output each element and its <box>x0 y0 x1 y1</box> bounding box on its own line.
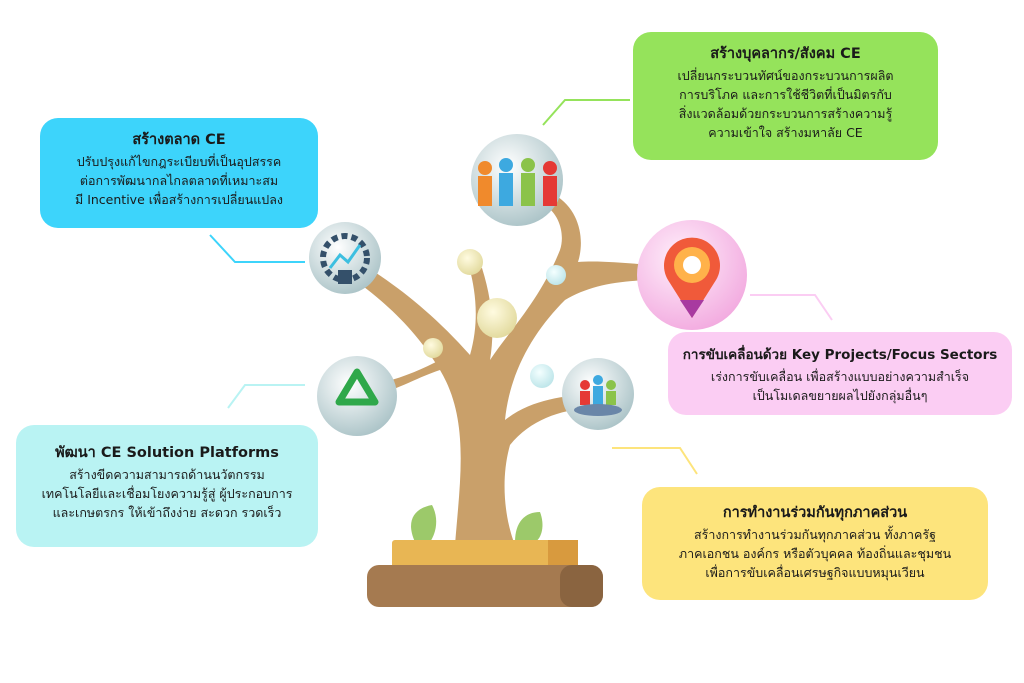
box-line: เทคโนโลยีและเชื่อมโยงความรู้สู่ ผู้ประกอ… <box>41 486 293 501</box>
box-line: เป็นโมเดลขยายผลไปยังกลุ่มอื่นๆ <box>752 388 928 403</box>
box-line: สร้างการทำงานร่วมกันทุกภาคส่วน ทั้งภาครั… <box>694 527 936 542</box>
box-solution-platforms: พัฒนา CE Solution Platforms สร้างขีดความ… <box>16 425 318 547</box>
box-title: สร้างบุคลากร/สังคม CE <box>710 46 861 62</box>
decor-balls <box>423 249 566 388</box>
recycle-icon <box>317 356 397 436</box>
box-line: สิ่งแวดล้อมด้วยกระบวนการสร้างความรู้ <box>678 106 893 121</box>
box-collaboration: การทำงานร่วมกันทุกภาคส่วน สร้างการทำงานร… <box>642 487 988 600</box>
gear-bulb-icon <box>309 222 381 294</box>
box-line: เร่งการขับเคลื่อน เพื่อสร้างแบบอย่างความ… <box>710 369 970 384</box>
box-people-society: สร้างบุคลากร/สังคม CE เปลี่ยนกระบวนทัศน์… <box>633 32 938 160</box>
connector-lines <box>209 99 833 475</box>
box-title: การขับเคลื่อนด้วย Key Projects/Focus Sec… <box>682 347 998 363</box>
box-market: สร้างตลาด CE ปรับปรุงแก้ไขกฎระเบียบที่เป… <box>40 118 318 228</box>
box-title: สร้างตลาด CE <box>132 132 226 148</box>
box-line: ปรับปรุงแก้ไขกฎระเบียบที่เป็นอุปสรรค <box>76 154 282 169</box>
box-line: สร้างขีดความสามารถด้านนวัตกรรม <box>69 467 265 482</box>
box-line: มี Incentive เพื่อสร้างการเปลี่ยนแปลง <box>74 192 284 207</box>
box-line: เพื่อการขับเคลื่อนเศรษฐกิจแบบหมุนเวียน <box>705 565 925 580</box>
box-title: พัฒนา CE Solution Platforms <box>55 445 279 461</box>
leaf-right <box>515 512 543 542</box>
box-line: ความเข้าใจ สร้างมหาลัย CE <box>708 125 863 140</box>
location-pin-icon <box>637 220 747 330</box>
box-line: ต่อการพัฒนากลไกลตลาดที่เหมาะสม <box>79 173 279 188</box>
box-line: และเกษตรกร ให้เข้าถึงง่าย สะดวก รวดเร็ว <box>52 505 282 520</box>
people-icon <box>471 134 563 226</box>
pot <box>367 540 603 607</box>
box-line: การบริโภค และการใช้ชีวิตที่เป็นมิตรกับ <box>679 87 892 102</box>
box-title: การทำงานร่วมกันทุกภาคส่วน <box>722 505 908 521</box>
box-line: ภาคเอกชน องค์กร หรือตัวบุคคล ท้องถิ่นและ… <box>678 546 952 561</box>
teamwork-icon <box>562 358 634 430</box>
box-key-projects: การขับเคลื่อนด้วย Key Projects/Focus Sec… <box>668 332 1012 415</box>
leaf-left <box>411 505 437 542</box>
box-line: เปลี่ยนกระบวนทัศน์ของกระบวนการผลิต <box>677 68 894 83</box>
